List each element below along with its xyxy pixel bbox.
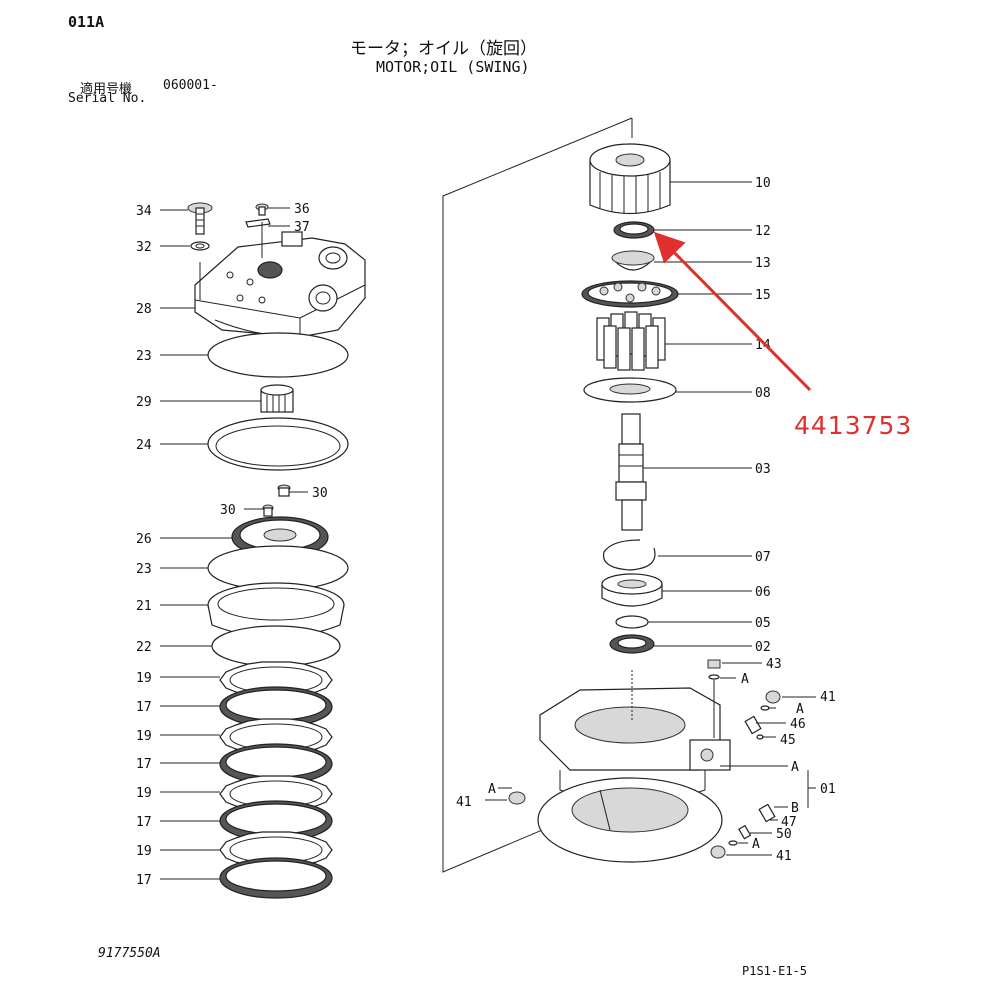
label-13: 13 — [755, 256, 771, 271]
label-26: 26 — [136, 532, 152, 547]
marker-a: A — [752, 837, 760, 852]
callout-arrow — [653, 231, 812, 392]
plate-24 — [207, 417, 349, 471]
marker-b: B — [791, 801, 799, 816]
snap-ring-05 — [615, 615, 649, 629]
label-19: 19 — [136, 844, 152, 859]
cylinder-block-10 — [589, 143, 671, 215]
plug-41-upper-right — [760, 690, 781, 711]
disc-17-4 — [219, 857, 333, 899]
label-50: 50 — [776, 827, 792, 842]
label-14: 14 — [755, 338, 771, 353]
plug-41-left — [508, 791, 526, 805]
washer-32 — [190, 241, 210, 251]
label-05: 05 — [755, 616, 771, 631]
drive-shaft-03 — [615, 413, 647, 531]
label-06: 06 — [755, 585, 771, 600]
title-japanese: モータ；オイル（旋回） — [350, 39, 537, 59]
bearing-29 — [260, 384, 294, 413]
bearing-06 — [601, 573, 663, 607]
label-24: 24 — [136, 438, 152, 453]
serial-label-english: Serial No. — [68, 91, 147, 106]
plug-30-upper — [277, 484, 291, 497]
spherical-bushing-13 — [611, 250, 655, 271]
label-41: 41 — [456, 795, 472, 810]
label-12: 12 — [755, 224, 771, 239]
page-code: 011A — [68, 13, 105, 31]
label-10: 10 — [755, 176, 771, 191]
label-47: 47 — [781, 815, 797, 830]
label-23: 23 — [136, 562, 152, 577]
label-41: 41 — [776, 849, 792, 864]
label-17: 17 — [136, 873, 152, 888]
label-19: 19 — [136, 671, 152, 686]
label-21: 21 — [136, 599, 152, 614]
label-28: 28 — [136, 302, 152, 317]
left-leader-lines — [160, 207, 308, 880]
label-30: 30 — [312, 486, 328, 501]
retainer-plate-15 — [581, 280, 679, 308]
label-02: 02 — [755, 640, 771, 655]
spring-50 — [738, 824, 752, 840]
label-22: 22 — [136, 640, 152, 655]
right-leader-lines — [485, 181, 816, 856]
serial-range: 060001- — [163, 78, 218, 93]
plug-36 — [255, 203, 269, 216]
label-01: 01 — [820, 782, 836, 797]
plug-30-lower — [262, 504, 274, 517]
label-17: 17 — [136, 815, 152, 830]
label-08: 08 — [755, 386, 771, 401]
frame-boundary-line — [442, 117, 633, 873]
right-labels: 10 12 13 15 14 08 03 07 06 05 02 43 41 4… — [456, 176, 836, 864]
casing-01 — [537, 687, 731, 863]
letter-markers: A A A A B A — [488, 672, 804, 852]
label-03: 03 — [755, 462, 771, 477]
label-29: 29 — [136, 395, 152, 410]
disc-17-2 — [219, 743, 333, 785]
label-32: 32 — [136, 240, 152, 255]
label-07: 07 — [755, 550, 771, 565]
label-43: 43 — [766, 657, 782, 672]
disc-17-1 — [219, 686, 333, 728]
marker-a: A — [488, 782, 496, 797]
callout-part-number: 4413753 — [794, 411, 913, 440]
valve-casing-28 — [194, 231, 366, 338]
label-19: 19 — [136, 786, 152, 801]
shoe-plate-08 — [583, 377, 677, 403]
label-46: 46 — [790, 717, 806, 732]
label-17: 17 — [136, 700, 152, 715]
seal-ring-12 — [613, 221, 655, 239]
label-36: 36 — [294, 202, 310, 217]
label-41: 41 — [820, 690, 836, 705]
page-reference: P1S1-E1-5 — [742, 964, 808, 978]
marker-a: A — [796, 702, 804, 717]
label-34: 34 — [136, 204, 152, 219]
label-17: 17 — [136, 757, 152, 772]
o-ring-23-upper — [207, 332, 349, 378]
pistons-14 — [596, 311, 666, 371]
label-19: 19 — [136, 729, 152, 744]
label-45: 45 — [780, 733, 796, 748]
plug-43 — [707, 659, 721, 680]
label-15: 15 — [755, 288, 771, 303]
plate-37 — [245, 218, 271, 228]
o-ring-22 — [211, 625, 341, 667]
marker-a: A — [791, 760, 799, 775]
label-37: 37 — [294, 220, 310, 235]
valve-46-45 — [744, 715, 764, 740]
check-valve-47 — [758, 803, 776, 823]
left-labels: 34 36 37 32 28 23 29 24 30 30 26 23 21 2… — [136, 202, 328, 888]
label-30: 30 — [220, 503, 236, 518]
disc-17-3 — [219, 800, 333, 842]
bolt-34 — [187, 202, 213, 235]
marker-a: A — [741, 672, 749, 687]
plug-41-lower-right — [710, 840, 738, 859]
oil-seal-02 — [609, 634, 655, 654]
snap-ring-07 — [602, 539, 656, 571]
title-english: MOTOR;OIL (SWING) — [376, 58, 530, 76]
drawing-number: 9177550A — [98, 946, 161, 961]
serial-label-japanese: 適用号機 — [80, 82, 133, 97]
label-23: 23 — [136, 349, 152, 364]
